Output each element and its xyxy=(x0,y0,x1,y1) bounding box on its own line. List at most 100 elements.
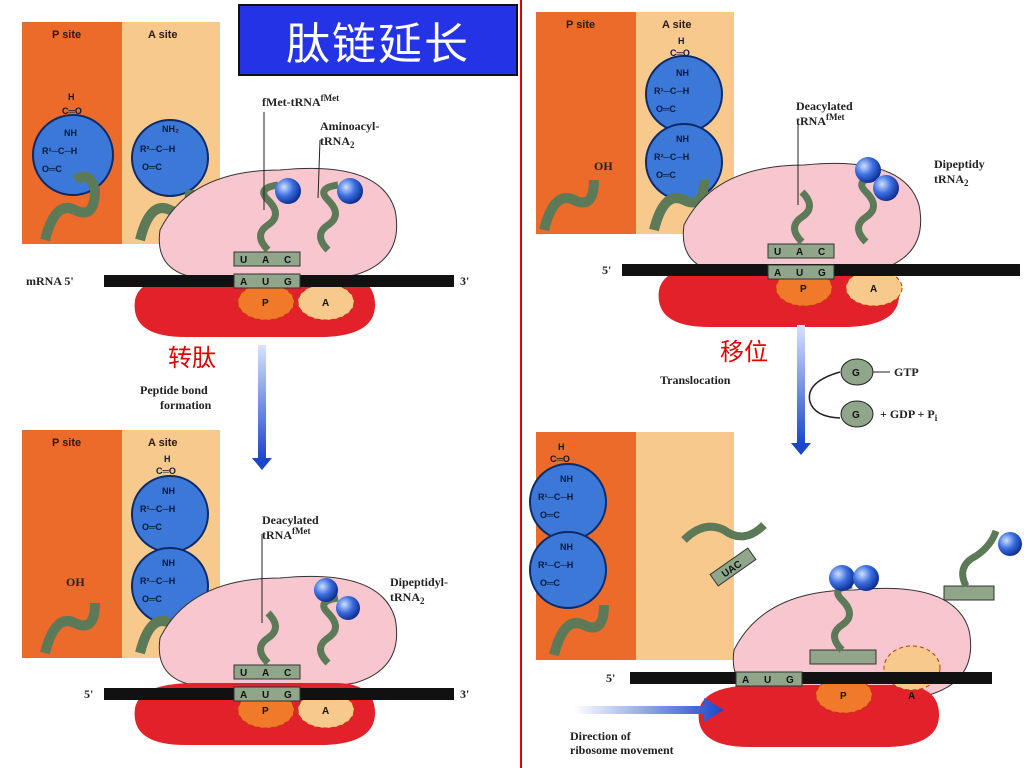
svg-text:G: G xyxy=(786,675,794,686)
p-site-label: P site xyxy=(52,29,81,41)
codon-row: A U G xyxy=(233,273,301,289)
svg-text:P site: P site xyxy=(566,19,595,31)
svg-text:O═C: O═C xyxy=(142,594,162,604)
svg-text:5': 5' xyxy=(606,671,615,685)
svg-text:O═C: O═C xyxy=(142,162,162,172)
svg-text:Dipeptidyl-: Dipeptidyl- xyxy=(390,575,448,589)
svg-text:tRNAfMet: tRNAfMet xyxy=(262,526,310,542)
direction-arrow xyxy=(574,698,724,722)
svg-text:5': 5' xyxy=(84,687,93,701)
svg-text:NH: NH xyxy=(560,474,573,484)
svg-text:R¹─C─H: R¹─C─H xyxy=(538,492,573,502)
svg-text:O═C: O═C xyxy=(540,510,560,520)
svg-text:A: A xyxy=(240,690,247,701)
svg-text:O═C: O═C xyxy=(42,164,62,174)
mrna-label: mRNA 5' xyxy=(26,274,74,288)
slide-title: 肽链延长 xyxy=(286,19,470,70)
amino-acid-2 xyxy=(131,119,209,197)
svg-text:3': 3' xyxy=(460,274,469,288)
svg-text:A: A xyxy=(774,268,781,279)
svg-text:A: A xyxy=(796,247,803,258)
svg-text:Dipeptidy: Dipeptidy xyxy=(934,157,985,171)
svg-text:A: A xyxy=(262,255,269,266)
svg-text:C═O: C═O xyxy=(156,466,176,476)
svg-text:A: A xyxy=(870,284,877,295)
svg-text:formation: formation xyxy=(160,398,212,412)
svg-text:Peptide bond: Peptide bond xyxy=(140,383,208,397)
svg-text:tRNA2: tRNA2 xyxy=(320,134,355,150)
svg-text:NH: NH xyxy=(162,558,175,568)
ejected-trna xyxy=(681,522,767,543)
svg-text:R²─C─H: R²─C─H xyxy=(538,560,573,570)
translocation-arrow xyxy=(797,325,805,445)
svg-text:C: C xyxy=(284,668,291,679)
peptide-cn-label: 转肽 xyxy=(168,344,216,372)
svg-text:R¹─C─H: R¹─C─H xyxy=(42,146,77,156)
svg-text:Deacylated: Deacylated xyxy=(262,513,319,527)
svg-text:A: A xyxy=(908,691,915,702)
svg-text:P: P xyxy=(840,691,847,702)
translocation-cn-label: 移位 xyxy=(720,338,768,366)
svg-text:Deacylated: Deacylated xyxy=(796,99,853,113)
svg-text:R¹─C─H: R¹─C─H xyxy=(140,504,175,514)
svg-text:U: U xyxy=(764,675,771,686)
svg-text:ribosome movement: ribosome movement xyxy=(570,743,674,757)
svg-text:OH: OH xyxy=(594,159,613,173)
svg-text:tRNA2: tRNA2 xyxy=(390,590,425,606)
svg-text:U: U xyxy=(774,247,781,258)
svg-text:P: P xyxy=(262,298,269,309)
svg-text:O═C: O═C xyxy=(656,170,676,180)
svg-text:NH: NH xyxy=(162,486,175,496)
svg-text:U: U xyxy=(262,690,269,701)
svg-text:NH: NH xyxy=(676,134,689,144)
svg-text:O═C: O═C xyxy=(540,578,560,588)
svg-text:C: C xyxy=(284,255,291,266)
svg-text:A: A xyxy=(742,675,749,686)
peptide-arrow xyxy=(258,345,266,460)
svg-text:P site: P site xyxy=(52,437,81,449)
svg-text:O═C: O═C xyxy=(656,104,676,114)
gtp-cycle: G GTP G + GDP + Pi xyxy=(808,358,938,428)
svg-text:H: H xyxy=(164,454,171,464)
svg-text:tRNA2: tRNA2 xyxy=(934,172,969,188)
panel-initial: P site A site H C═O NH R¹─C─H O═C NH₂ R²… xyxy=(22,22,469,337)
svg-text:tRNAfMet: tRNAfMet xyxy=(796,112,844,128)
svg-text:P: P xyxy=(262,706,269,717)
trna-aminoacyl xyxy=(317,181,339,253)
svg-text:NH: NH xyxy=(676,68,689,78)
p-site-pocket xyxy=(237,283,295,321)
svg-text:C═O: C═O xyxy=(62,106,82,116)
panel-peptide-bond: P site A site H C═O NH R¹─C─H O═C NH R²─… xyxy=(22,430,469,745)
svg-text:P: P xyxy=(800,284,807,295)
svg-text:+ GDP + Pi: + GDP + Pi xyxy=(880,407,938,423)
slide-title-box: 肽链延长 xyxy=(238,4,518,76)
svg-text:OH: OH xyxy=(66,575,85,589)
amino-acid-1 xyxy=(32,114,114,196)
fmet-ball xyxy=(275,178,301,204)
svg-text:A: A xyxy=(322,706,329,717)
panel-dipeptidyl: P site A site H C═O NH R¹─C─H O═C NH R²─… xyxy=(536,12,1020,327)
svg-text:R²─C─H: R²─C─H xyxy=(654,152,689,162)
svg-text:Direction of: Direction of xyxy=(570,729,632,743)
svg-text:H: H xyxy=(678,36,685,46)
svg-text:H: H xyxy=(558,442,565,452)
svg-text:R¹─C─H: R¹─C─H xyxy=(654,86,689,96)
svg-text:NH₂: NH₂ xyxy=(162,124,179,134)
fmet-trna-label: fMet-tRNAfMet xyxy=(262,93,339,109)
svg-text:G: G xyxy=(852,368,860,379)
svg-text:G: G xyxy=(284,690,292,701)
svg-text:U: U xyxy=(262,277,269,288)
svg-text:Translocation: Translocation xyxy=(660,373,731,387)
svg-text:R²─C─H: R²─C─H xyxy=(140,144,175,154)
svg-text:U: U xyxy=(240,255,247,266)
svg-text:A: A xyxy=(240,277,247,288)
svg-text:Aminoacyl-: Aminoacyl- xyxy=(320,119,379,133)
svg-text:NH: NH xyxy=(64,128,77,138)
a-site-label: A site xyxy=(148,29,178,41)
svg-text:C═O: C═O xyxy=(670,48,690,58)
svg-text:G: G xyxy=(852,410,860,421)
a-site-pocket xyxy=(297,283,355,321)
svg-text:R²─C─H: R²─C─H xyxy=(140,576,175,586)
svg-text:G: G xyxy=(284,277,292,288)
